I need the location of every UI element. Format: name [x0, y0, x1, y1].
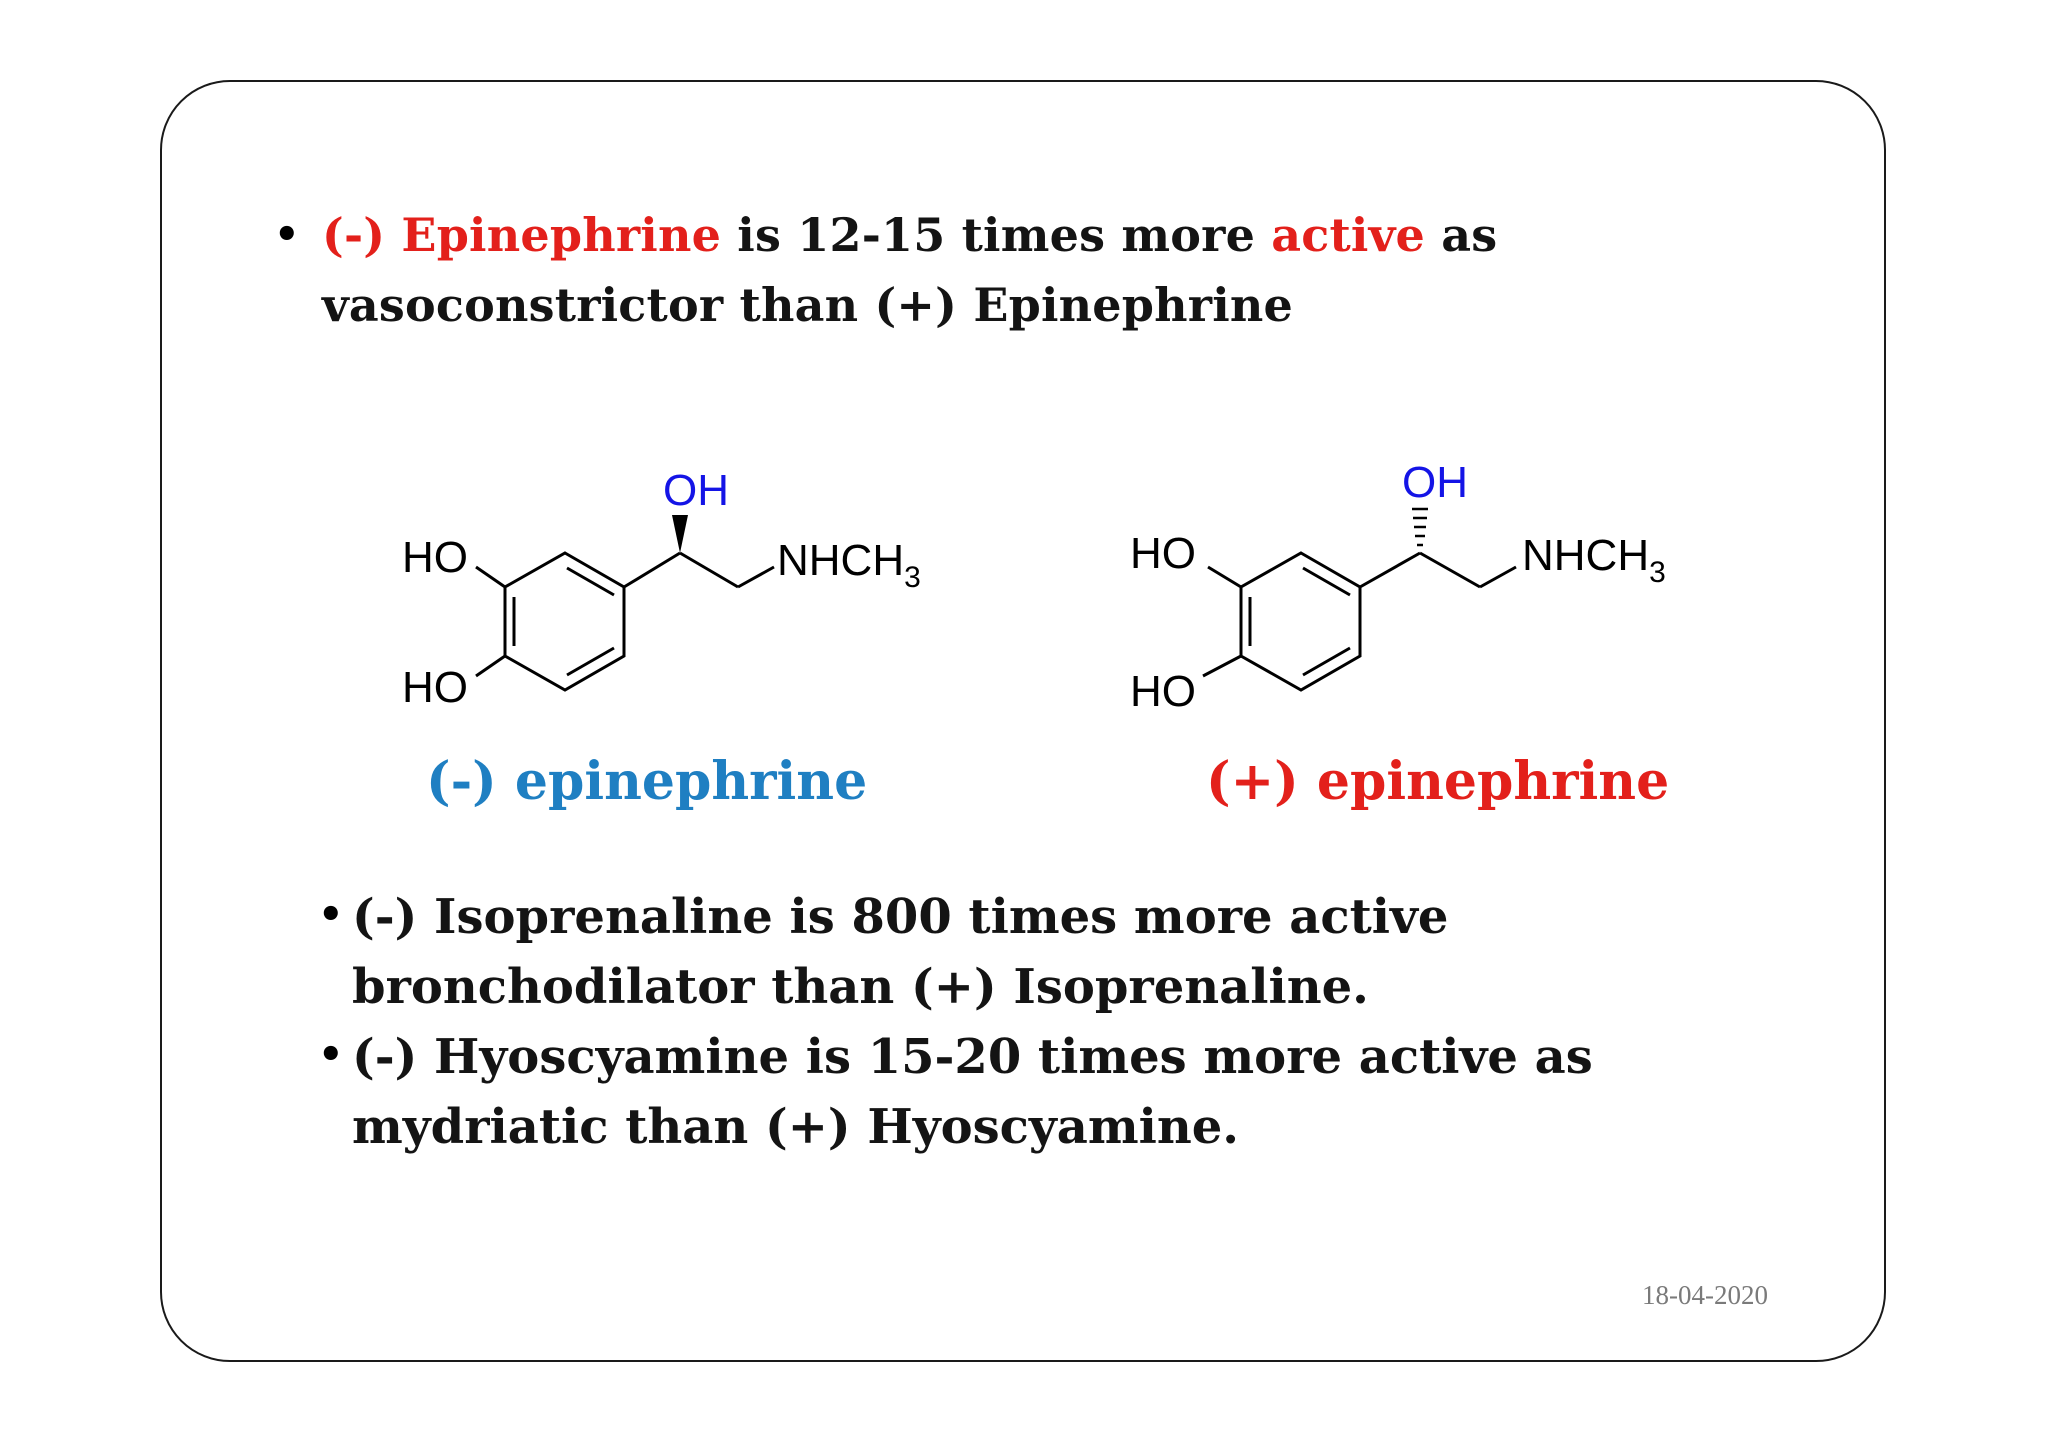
- left-oh-top: OH: [663, 466, 729, 515]
- bullet-isoprenaline: (-) Isoprenaline is 800 times more activ…: [352, 889, 1449, 1015]
- caption-plus-epinephrine: (+) epinephrine: [1206, 751, 1670, 812]
- bullet-epinephrine-text-b: as vasoconstrictor than (+) Epinephrine: [322, 208, 1498, 332]
- bullet-hyoscyamine: (-) Hyoscyamine is 15-20 times more acti…: [352, 1029, 1593, 1155]
- right-amine: NHCH3: [1522, 531, 1666, 589]
- right-ho-upper: HO: [1130, 529, 1196, 578]
- bullet-dot-icon: •: [318, 1031, 344, 1078]
- bullet-dot-icon: •: [274, 211, 300, 258]
- right-ho-lower: HO: [1130, 667, 1196, 716]
- caption-minus-epinephrine: (-) epinephrine: [426, 751, 868, 812]
- bullet-epinephrine: (-) Epinephrine is 12-15 times more acti…: [322, 200, 1842, 340]
- right-benzene-ring: [1202, 551, 1517, 692]
- left-ho-lower: HO: [402, 663, 468, 712]
- slide-date: 18-04-2020: [1642, 1280, 1768, 1310]
- slide-frame: [160, 80, 1886, 1362]
- bullet-epinephrine-subject: (-) Epinephrine: [322, 208, 722, 262]
- left-amine: NHCH3: [777, 536, 921, 594]
- left-ho-upper: HO: [402, 533, 468, 582]
- bullet-epinephrine-text-a: is 12-15 times more: [721, 208, 1272, 262]
- left-benzene-ring: [475, 551, 775, 692]
- left-wedge-bond: [672, 515, 688, 553]
- right-oh-top: OH: [1402, 458, 1468, 507]
- bullet-epinephrine-highlight: active: [1271, 208, 1425, 262]
- right-hash-bond: [1412, 507, 1428, 547]
- bullet-dot-icon: •: [318, 891, 344, 938]
